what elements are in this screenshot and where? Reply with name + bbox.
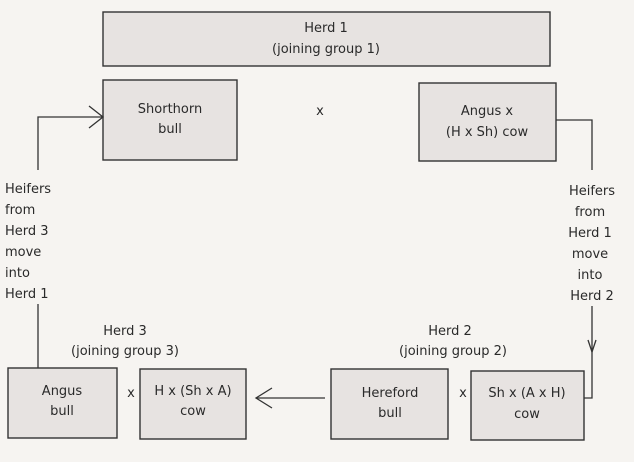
left-note-line: from [5, 203, 35, 218]
arrow-left-icon [254, 387, 273, 409]
arrow-right-icon [88, 105, 105, 129]
connector-note-to-herd1 [37, 116, 103, 170]
herd1-bull-box: Shorthorn bull [102, 79, 238, 161]
herd2-bull-box: Hereford bull [330, 368, 449, 440]
herd3-cow-line1: H x (Sh x A) [154, 384, 231, 399]
herd1-subtitle: (joining group 1) [272, 42, 380, 57]
herd3-bull-line1: Angus [42, 384, 83, 399]
herd3-cow-box: H x (Sh x A) cow [139, 368, 247, 440]
right-note-line: into [578, 268, 603, 283]
herd3-title: Herd 3 [103, 324, 147, 339]
right-note-line: Herd 2 [570, 289, 614, 304]
herd3-subtitle: (joining group 3) [71, 344, 179, 359]
right-note-line: Herd 1 [568, 226, 612, 241]
left-note-line: move [5, 245, 41, 260]
herd1-cow-line2: (H x Sh) cow [446, 125, 529, 140]
connector-herd1-to-note [556, 119, 593, 170]
herd1-cow-box: Angus x (H x Sh) cow [418, 82, 557, 162]
left-note-line: into [5, 266, 30, 281]
herd2-bull-line1: Hereford [362, 386, 419, 401]
cross-symbol-herd1: x [316, 104, 324, 119]
left-note-line: Herd 1 [5, 287, 49, 302]
right-note-line: move [572, 247, 608, 262]
left-note-line: Heifers [5, 182, 51, 197]
herd1-bull-line1: Shorthorn [138, 102, 202, 117]
cross-symbol-herd2: x [459, 386, 467, 401]
herd3-bull-line2: bull [50, 404, 74, 419]
herd2-cow-line2: cow [514, 407, 540, 422]
left-note: Heifers from Herd 3 move into Herd 1 [5, 182, 51, 302]
herd1-bull-line2: bull [158, 122, 182, 137]
herd1-title: Herd 1 [304, 21, 348, 36]
herd2-cow-box: Sh x (A x H) cow [470, 370, 585, 441]
herd2-title: Herd 2 [428, 324, 472, 339]
right-note-line: Heifers [569, 184, 615, 199]
herd2-cow-line1: Sh x (A x H) [488, 386, 565, 401]
connector-note-to-herd2 [584, 306, 593, 399]
herd1-cow-line1: Angus x [461, 104, 514, 119]
herd1-header: Herd 1 (joining group 1) [102, 11, 551, 67]
left-note-line: Herd 3 [5, 224, 49, 239]
right-note-line: from [575, 205, 605, 220]
herd3-bull-box: Angus bull [7, 367, 118, 439]
herd3-cow-line2: cow [180, 404, 206, 419]
herd2-subtitle: (joining group 2) [399, 344, 507, 359]
cross-symbol-herd3: x [127, 386, 135, 401]
right-note: Heifers from Herd 1 move into Herd 2 [568, 184, 615, 304]
herd2-bull-line2: bull [378, 406, 402, 421]
arrow-down-icon [587, 339, 597, 355]
